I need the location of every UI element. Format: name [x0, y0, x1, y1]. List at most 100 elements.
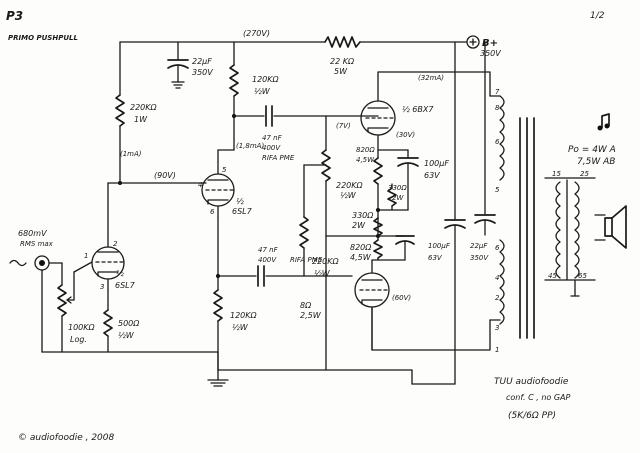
- resistor-120k-lower: [213, 217, 223, 371]
- resistor-820r-lower-value: 820Ω: [350, 243, 372, 252]
- music-note-icon: [597, 113, 610, 131]
- ot-pin-6a: 6: [495, 138, 500, 146]
- ot-sec-pin-65: 65: [578, 272, 587, 280]
- tube-splitter-label-2: 6SL7: [232, 207, 253, 216]
- capacitor-100uf-psu-rating: 63V: [428, 254, 443, 262]
- potentiometer-value: 100KΩ: [68, 323, 96, 332]
- pin-v1b-4: 4: [198, 181, 202, 189]
- capacitor-100uf-upper: [377, 149, 419, 211]
- pin-v1a-1: 1: [84, 252, 88, 260]
- speaker-icon: [594, 205, 627, 249]
- ot-pin-2: 2: [495, 294, 500, 302]
- output-transformer: [489, 95, 596, 339]
- ot-sec-pin-45: 45: [548, 272, 557, 280]
- ot-note-1: TUU audiofoodie: [494, 377, 569, 387]
- capacitor-100uf-upper-rating: 63V: [424, 171, 440, 180]
- output-power-ab: 7,5W AB: [577, 157, 615, 167]
- resistor-330r-upper-value: 330Ω: [388, 184, 407, 192]
- resistor-330r-lower-value: 330Ω: [352, 211, 374, 220]
- capacitor-22uf-psu: [474, 41, 496, 236]
- pin-v1a-3: 3: [100, 283, 104, 291]
- resistor-120k-upper: [217, 41, 239, 163]
- ground-bus: [41, 351, 456, 387]
- capacitor-22uf-top: [167, 41, 189, 89]
- resistor-120k-lower-value: 120KΩ: [230, 311, 258, 320]
- resistor-820r-upper-value: 820Ω: [356, 146, 375, 154]
- tube-input-label-1: ½: [116, 269, 124, 278]
- copyright-note: © audiofoodie , 2008: [18, 433, 114, 443]
- ot-note-3: (5K/6Ω PP): [508, 411, 556, 421]
- resistor-820r-upper-rating: 4,5W: [356, 156, 375, 164]
- input-jack[interactable]: [9, 255, 63, 353]
- potentiometer-taper: Log.: [70, 335, 87, 344]
- resistor-22k-value: 22 KΩ: [330, 57, 355, 66]
- resistor-120k-lower-rating: ½W: [232, 323, 249, 332]
- resistor-120k-upper-value: 120KΩ: [252, 75, 280, 84]
- capacitor-22uf-top-value: 22μF: [192, 57, 212, 66]
- resistor-220k-grid-upper-rating: ½W: [340, 191, 357, 200]
- wire-lower-plate: [371, 306, 491, 351]
- resistor-220k-plate-rating: 1W: [134, 115, 148, 124]
- b-plus-voltage: 350V: [480, 49, 501, 58]
- ot-sec-pin-15: 15: [552, 170, 561, 178]
- lower-cathode-current: (60V): [392, 294, 411, 302]
- ot-pin-5a: 5: [495, 186, 500, 194]
- splitter-current-label: (1,8mA): [236, 142, 264, 150]
- v1a-plate-voltage: (90V): [154, 171, 176, 180]
- tube-input-label-2: 6SL7: [115, 281, 136, 290]
- page-number: 1/2: [590, 11, 605, 21]
- ot-note-2: conf. C , no GAP: [506, 393, 571, 402]
- resistor-22k-rating: 5W: [334, 67, 348, 76]
- b-plus-rail: [119, 35, 480, 49]
- capacitor-100uf-psu-value: 100μF: [428, 242, 451, 250]
- tube-input-6sl7: [73, 234, 125, 291]
- plate-current-label: (1mA): [120, 150, 142, 158]
- resistor-330r-upper: [387, 183, 397, 211]
- tube-splitter-6sl7: [201, 161, 235, 219]
- resistor-330r-lower-rating: 2W: [352, 221, 366, 230]
- input-level-sub: RMS max: [20, 240, 54, 248]
- resistor-220k-plate: [107, 41, 125, 236]
- resistor-220k-plate-value: 220KΩ: [130, 103, 158, 112]
- ot-pin-3: 3: [495, 324, 499, 332]
- pin-v1b-5: 5: [222, 166, 227, 174]
- wire-upper-plate: [377, 71, 491, 97]
- resistor-220k-grid-upper: [321, 115, 331, 237]
- coupling-cap-upper: [233, 105, 379, 127]
- capacitor-22uf-psu-rating: 350V: [470, 254, 489, 262]
- capacitor-100uf-lower-cathode: [377, 235, 415, 261]
- resistor-820r-upper: [373, 149, 383, 211]
- resistor-220k-grid-lower-rating: ½W: [314, 269, 331, 278]
- resistor-8r-value: 8Ω: [300, 301, 312, 310]
- capacitor-22uf-psu-value: 22μF: [470, 242, 488, 250]
- coupling-cap-lower-type: RIFA PME: [290, 256, 323, 264]
- ot-sec-pin-25: 25: [580, 170, 589, 178]
- ot-pin-7: 7: [495, 88, 500, 96]
- resistor-500r-rating: ½W: [118, 331, 135, 340]
- pin-v1a-2: 2: [113, 240, 118, 248]
- resistor-820r-lower: [371, 235, 406, 261]
- resistor-820r-lower-rating: 4,5W: [350, 253, 372, 262]
- coupling-cap-upper-rating: 400V: [262, 144, 281, 152]
- ot-pin-6b: 6: [495, 244, 500, 252]
- tube-output-upper-6bx7: [360, 75, 396, 151]
- ot-pin-8: 8: [495, 104, 500, 112]
- resistor-330r-lower: [373, 217, 383, 237]
- resistor-120k-upper-rating: ½W: [254, 87, 271, 96]
- capacitor-100uf-upper-value: 100μF: [424, 159, 449, 168]
- input-level-label: 680mV: [18, 229, 47, 238]
- tube-output-upper-type-1: ½ 6BX7: [402, 105, 434, 114]
- b-plus-label: B+: [482, 38, 498, 49]
- resistor-220k-grid-upper-value: 220KΩ: [336, 181, 364, 190]
- tube-splitter-label-1: ½: [236, 197, 244, 206]
- ot-pin-4: 4: [495, 274, 499, 282]
- coupling-cap-upper-type: RIFA PME: [262, 154, 295, 162]
- volume-potentiometer: [57, 262, 75, 353]
- resistor-500r: [103, 289, 113, 353]
- coupling-cap-lower-rating: 400V: [258, 256, 277, 264]
- resistor-500r-value: 500Ω: [118, 319, 140, 328]
- coupling-cap-lower-value: 47 nF: [258, 246, 279, 254]
- capacitor-100uf-psu: [444, 41, 466, 385]
